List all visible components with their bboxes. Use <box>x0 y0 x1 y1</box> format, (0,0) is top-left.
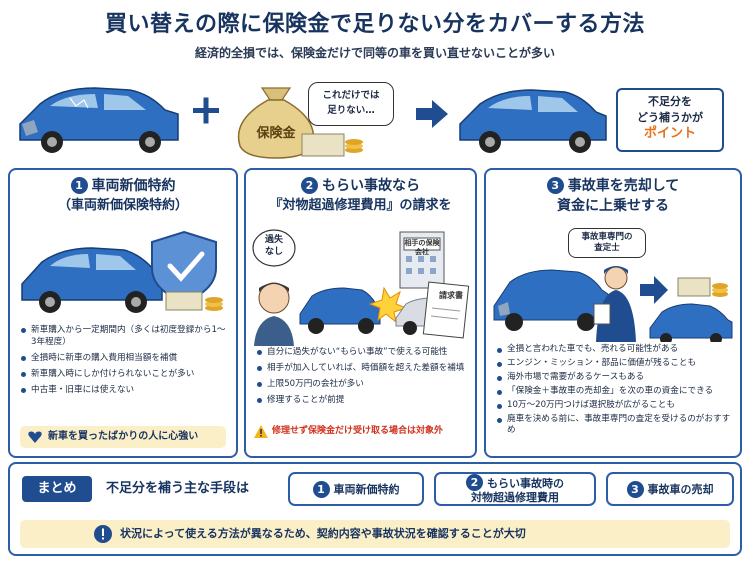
summary-item: 2 もらい事故時の 対物超過修理費用 <box>434 472 596 506</box>
panel-bullets: 自分に過失がない“もらい事故”で使える可能性 相手が加入していれば、時価額を超え… <box>256 346 467 410</box>
speech-line: 足りない… <box>327 105 375 116</box>
panel-note-text: 新車を買ったばかりの人に心強い <box>48 431 199 442</box>
panel3-illustration <box>493 266 733 342</box>
panel-title-line: もらい事故なら <box>322 178 420 194</box>
summary-conclusion-text: 状況によって使える方法が異なるため、契約内容や事故状況を確認することが大切 <box>120 527 526 540</box>
number-badge: 1 <box>70 177 88 194</box>
warning-icon <box>254 425 268 438</box>
speech-line: これだけでは <box>322 90 380 101</box>
money-bag-label: 保険金 <box>256 126 296 141</box>
page-subtitle: 経済的全損では、保険金だけで同等の車を買い直せないことが多い <box>194 46 555 60</box>
hero-illustration <box>19 87 607 159</box>
panel-bullets: 全損と言われた車でも、売れる可能性がある エンジン・ミッション・部品に価値が残る… <box>496 344 732 439</box>
insurer-sign: 相手の保険会社 <box>404 239 440 256</box>
no-fault-bubble: 過失 なし <box>258 234 290 258</box>
arrow-right-icon <box>640 276 668 304</box>
point-box: 不足分を どう補うかが ポイント <box>616 88 724 152</box>
panel-warning: 修理せず保険金だけ受け取る場合は対象外 <box>254 424 443 438</box>
panel-warning-text: 修理せず保険金だけ受け取る場合は対象外 <box>272 426 444 436</box>
invoice-label: 請求書 <box>439 291 463 300</box>
coin-stack-icon <box>301 133 363 157</box>
list-item: 10万〜20万円つけば選択肢が広がることも <box>496 400 732 411</box>
summary-item-text: 2 もらい事故時の 対物超過修理費用 <box>466 474 564 504</box>
list-item: 海外市場で需要があるケースもある <box>496 372 732 383</box>
list-item: 全損と言われた車でも、売れる可能性がある <box>496 344 732 355</box>
panel-subtitle: （車両新価保険特約） <box>57 198 188 213</box>
summary-conclusion: 状況によって使える方法が異なるため、契約内容や事故状況を確認することが大切 <box>20 520 730 548</box>
list-item: 修理することが前提 <box>256 394 467 406</box>
point-accent: ポイント <box>643 126 696 141</box>
speech-bubble: これだけでは 足りない… <box>308 82 394 126</box>
appraiser-label: 事故車専門の 査定士 <box>568 228 646 258</box>
number-badge: 3 <box>626 480 644 498</box>
arrow-right-icon <box>416 100 448 128</box>
number-badge: 2 <box>301 177 318 194</box>
bubble-line: なし <box>264 247 283 257</box>
heart-icon <box>28 431 42 443</box>
summary-item-label: 事故車の売却 <box>647 482 714 496</box>
list-item: 相手が加入していれば、時価額を超えた差額を補填 <box>256 362 467 374</box>
car-icon <box>299 287 381 334</box>
panel1-illustration <box>21 230 223 313</box>
summary-item-label: もらい事故時の <box>487 477 564 490</box>
list-item: 上限50万円の会社が多い <box>256 378 467 390</box>
bubble-line: 過失 <box>264 235 283 245</box>
panel-note: 新車を買ったばかりの人に心強い <box>20 426 226 448</box>
panel-subtitle: 資金に上乗せする <box>557 198 669 214</box>
panel-title-line: 事故車を売却して <box>567 178 680 194</box>
summary-lead: 不足分を補う主な手段は <box>106 481 250 496</box>
panel-subtitle: 『対物超過修理費用』の請求を <box>269 198 452 213</box>
speech-bubble-icon <box>252 229 296 267</box>
list-item: 中古車・旧車には使えない <box>20 384 228 396</box>
number-badge: 2 <box>466 474 483 491</box>
summary-item-label: 対物超過修理費用 <box>471 491 559 504</box>
summary-item-label: 車両新価特約 <box>333 482 400 496</box>
page-title: 買い替えの際に保険金で足りない分をカバーする方法 <box>104 12 645 37</box>
list-item: 新車購入から一定期間内（多くは初度登録から1〜3年程度） <box>20 324 228 348</box>
list-item: エンジン・ミッション・部品に価値が残ることも <box>496 358 732 369</box>
damaged-car-icon <box>19 87 179 153</box>
summary-tag: まとめ <box>22 476 92 502</box>
panel-bullets: 新車購入から一定期間内（多くは初度登録から1〜3年程度） 全損時に新車の購入費用… <box>20 324 228 400</box>
new-car-icon <box>649 303 733 342</box>
number-badge: 3 <box>546 177 564 194</box>
exclamation-icon <box>94 525 112 543</box>
list-item: 自分に過失がない“もらい事故”で使える可能性 <box>256 346 467 358</box>
list-item: 新車購入時にしか付けられないことが多い <box>20 368 228 380</box>
person-icon <box>254 282 294 346</box>
point-line: どう補うかが <box>637 111 703 124</box>
point-line: 不足分を <box>648 95 692 108</box>
number-badge: 1 <box>312 480 330 498</box>
appraiser-label-line: 事故車専門の <box>581 232 633 242</box>
panel2-illustration <box>252 229 470 346</box>
money-bag-icon <box>237 87 315 159</box>
list-item: 全損時に新車の購入費用相当額を補償 <box>20 352 228 364</box>
invoice-icon <box>422 281 470 339</box>
appraiser-icon <box>593 266 636 342</box>
coin-stack-icon <box>165 291 223 311</box>
new-car-icon <box>21 247 163 313</box>
plus-icon <box>193 97 219 124</box>
list-item: 廃車を決める前に、事故車専門の査定を受けるのがおすすめ <box>496 414 732 436</box>
shield-check-icon <box>151 230 217 304</box>
list-item: 「保険金＋事故車の売却金」を次の車の資金にできる <box>496 386 732 397</box>
damaged-car-icon <box>493 269 609 331</box>
panel-title-line: 車両新価特約 <box>91 178 176 194</box>
building-icon <box>399 231 445 289</box>
coin-stack-icon <box>677 277 728 297</box>
appraiser-label-line: 査定士 <box>594 243 620 253</box>
new-car-icon <box>459 89 607 153</box>
